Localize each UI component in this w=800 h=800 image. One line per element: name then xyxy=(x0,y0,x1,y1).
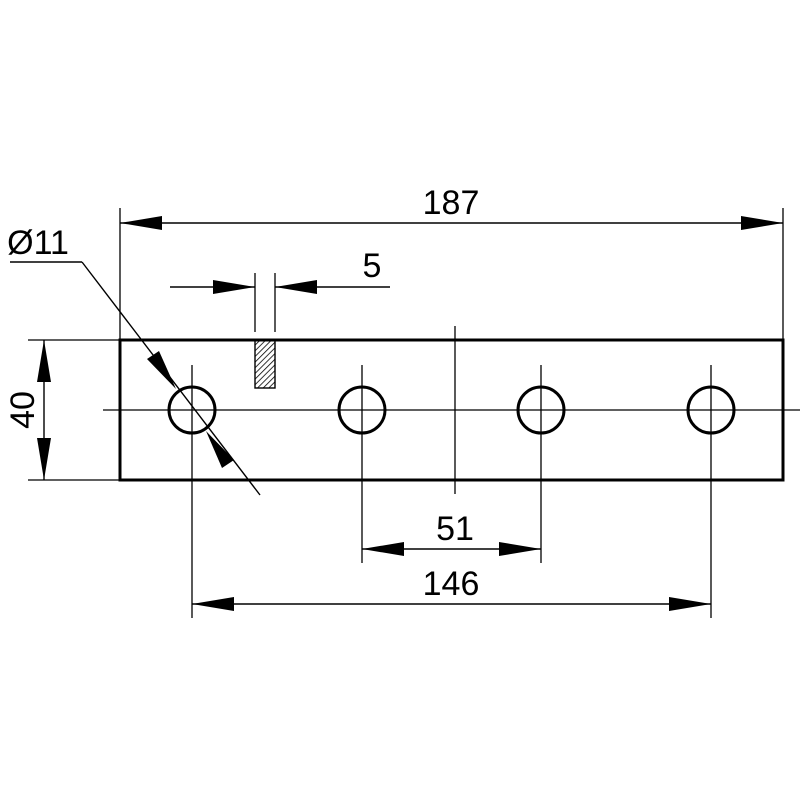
dimension-5-label: 5 xyxy=(363,247,382,285)
dimension-187-label: 187 xyxy=(423,184,480,222)
dimension-40-label: 40 xyxy=(4,391,42,429)
dimension-40: 40 xyxy=(4,339,120,481)
dimension-51-label: 51 xyxy=(436,510,474,548)
dimension-187: 187 xyxy=(119,184,784,340)
dimension-146-label: 146 xyxy=(423,565,480,603)
dimension-5: 5 xyxy=(170,247,390,332)
slot-section-hatch xyxy=(254,339,276,389)
dimension-146: 146 xyxy=(192,565,711,611)
dimension-diameter: Ø11 xyxy=(7,224,261,496)
hole-axes xyxy=(191,365,712,618)
dimension-diameter-label: Ø11 xyxy=(7,224,69,262)
dimension-51: 51 xyxy=(362,510,541,556)
